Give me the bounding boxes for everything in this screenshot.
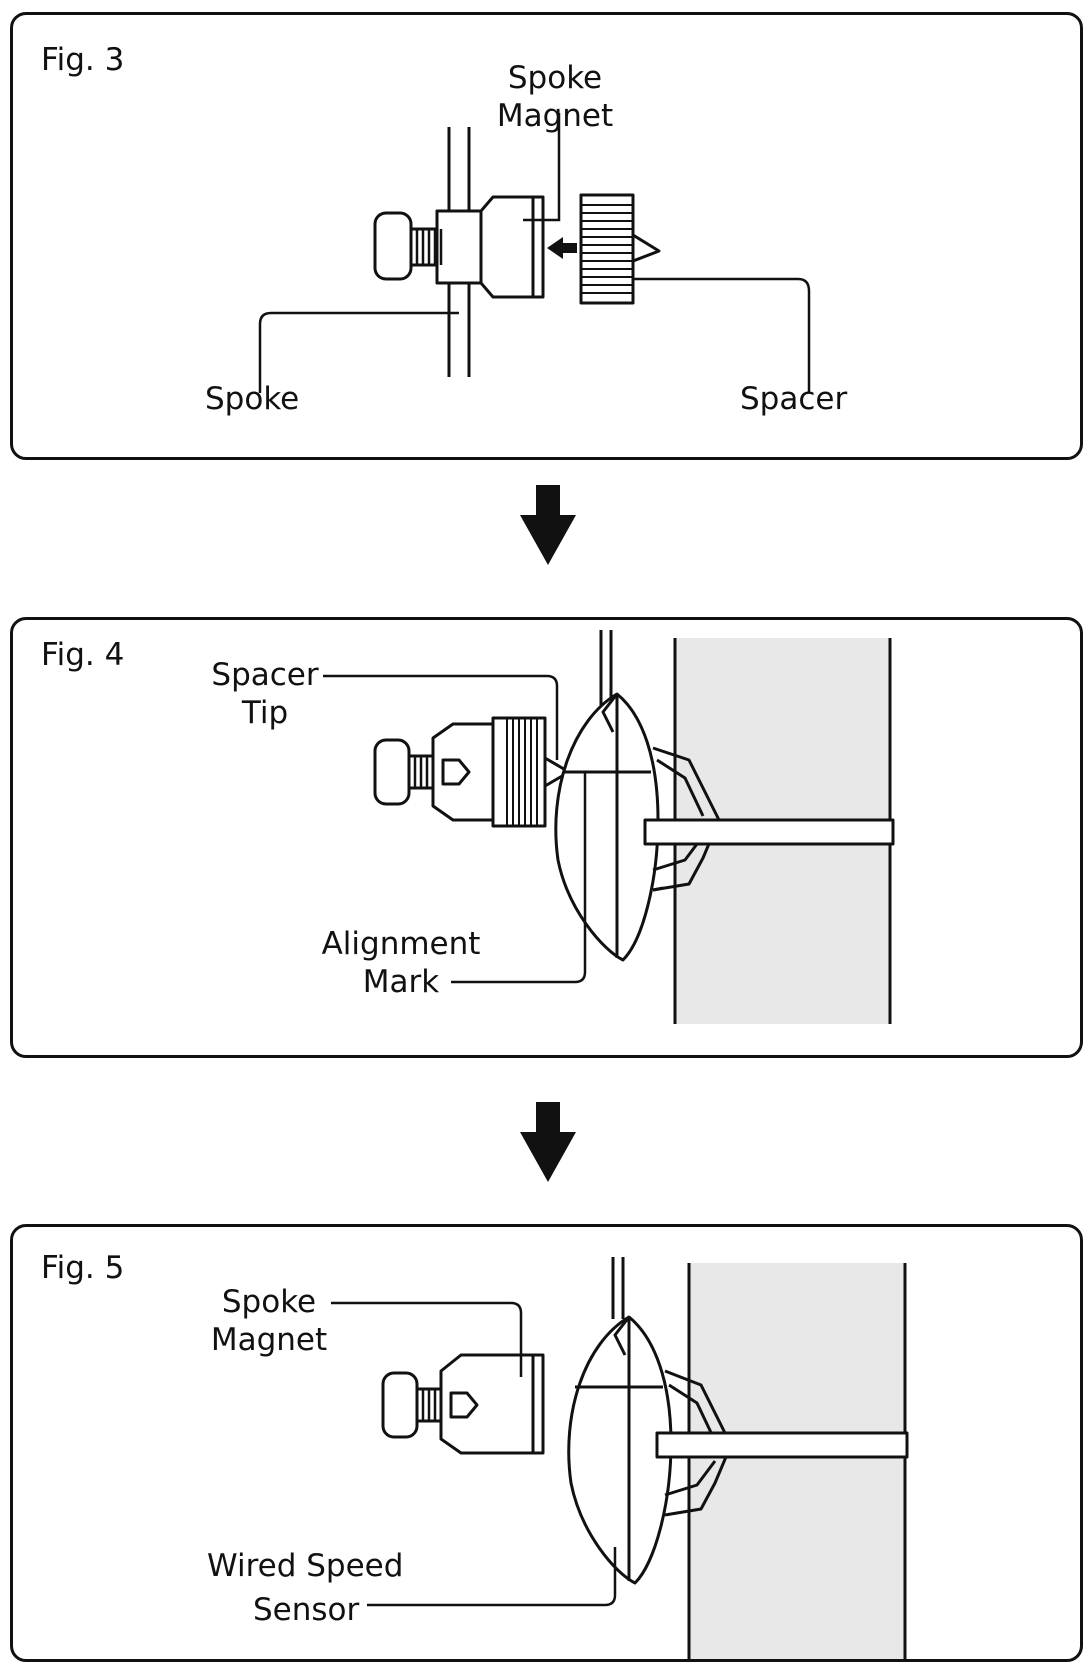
screw-thread-hatching bbox=[413, 756, 435, 788]
leader-spoke-magnet bbox=[331, 1301, 523, 1377]
figure-5-panel: Fig. 5 Spoke Magnet Wired Speed Sensor bbox=[10, 1224, 1083, 1662]
spoke-magnet-body bbox=[439, 1353, 545, 1455]
spoke-magnet-label-line2: Magnet bbox=[210, 1322, 328, 1358]
down-arrow-icon bbox=[520, 1102, 576, 1182]
figure-title: Fig. 3 bbox=[41, 42, 125, 78]
figure-3-illustration bbox=[258, 113, 811, 393]
alignment-mark-label-line1: Alignment bbox=[321, 926, 481, 962]
spoke-magnet-label-line2: Magnet bbox=[496, 98, 614, 134]
fork-leg bbox=[689, 1263, 905, 1659]
screw-head bbox=[373, 738, 411, 806]
screw-thread-hatching bbox=[421, 1389, 443, 1421]
speed-sensor-label-line1: Wired Speed bbox=[207, 1548, 404, 1584]
leader-spacer-tip bbox=[323, 674, 559, 760]
spacer-tip-label-line2: Tip bbox=[241, 695, 289, 731]
down-arrow-icon bbox=[520, 485, 576, 565]
screw-head bbox=[381, 1371, 419, 1439]
screw-thread-hatching bbox=[415, 229, 443, 265]
spoke-magnet-body bbox=[479, 195, 545, 299]
spoke-magnet-label-line1: Spoke bbox=[507, 60, 603, 96]
screw-head bbox=[373, 211, 413, 281]
spacer-tip bbox=[632, 233, 661, 263]
figure-title: Fig. 5 bbox=[41, 1250, 125, 1286]
axle bbox=[643, 818, 895, 846]
spoke-label: Spoke bbox=[205, 381, 300, 417]
spacer-label: Spacer bbox=[740, 381, 848, 417]
leader-speed-sensor bbox=[367, 1547, 617, 1607]
speed-sensor-body bbox=[567, 1315, 673, 1585]
axle bbox=[655, 1431, 909, 1459]
figure-5-illustration bbox=[331, 1257, 909, 1659]
spacer-body bbox=[579, 193, 635, 305]
alignment-mark-label-line2: Mark bbox=[362, 964, 440, 1000]
leader-spacer bbox=[633, 277, 811, 393]
spacer-ridges bbox=[581, 204, 633, 294]
left-arrow-icon bbox=[547, 237, 577, 259]
figure-4-panel: Fig. 4 Spacer Tip Alignment Mark bbox=[10, 617, 1083, 1058]
leader-alignment-mark bbox=[451, 772, 587, 984]
spacer-tip-label-line1: Spacer bbox=[211, 657, 319, 693]
magnet-collar bbox=[435, 209, 483, 285]
figure-title: Fig. 4 bbox=[41, 637, 125, 673]
figure-3-panel: Fig. 3 Spoke Magnet Spoke Spacer bbox=[10, 12, 1083, 460]
leader-spoke bbox=[258, 311, 459, 393]
leader-magnet bbox=[523, 113, 561, 222]
figure-4-illustration bbox=[323, 630, 895, 1024]
leader-lines bbox=[323, 674, 587, 984]
spoke-magnet-label-line1: Spoke bbox=[221, 1284, 317, 1320]
spacer-ridges bbox=[506, 718, 538, 826]
leader-lines bbox=[258, 113, 811, 393]
speed-sensor-body bbox=[554, 692, 660, 962]
leader-lines bbox=[331, 1301, 617, 1607]
speed-sensor-label-line2: Sensor bbox=[253, 1592, 360, 1628]
